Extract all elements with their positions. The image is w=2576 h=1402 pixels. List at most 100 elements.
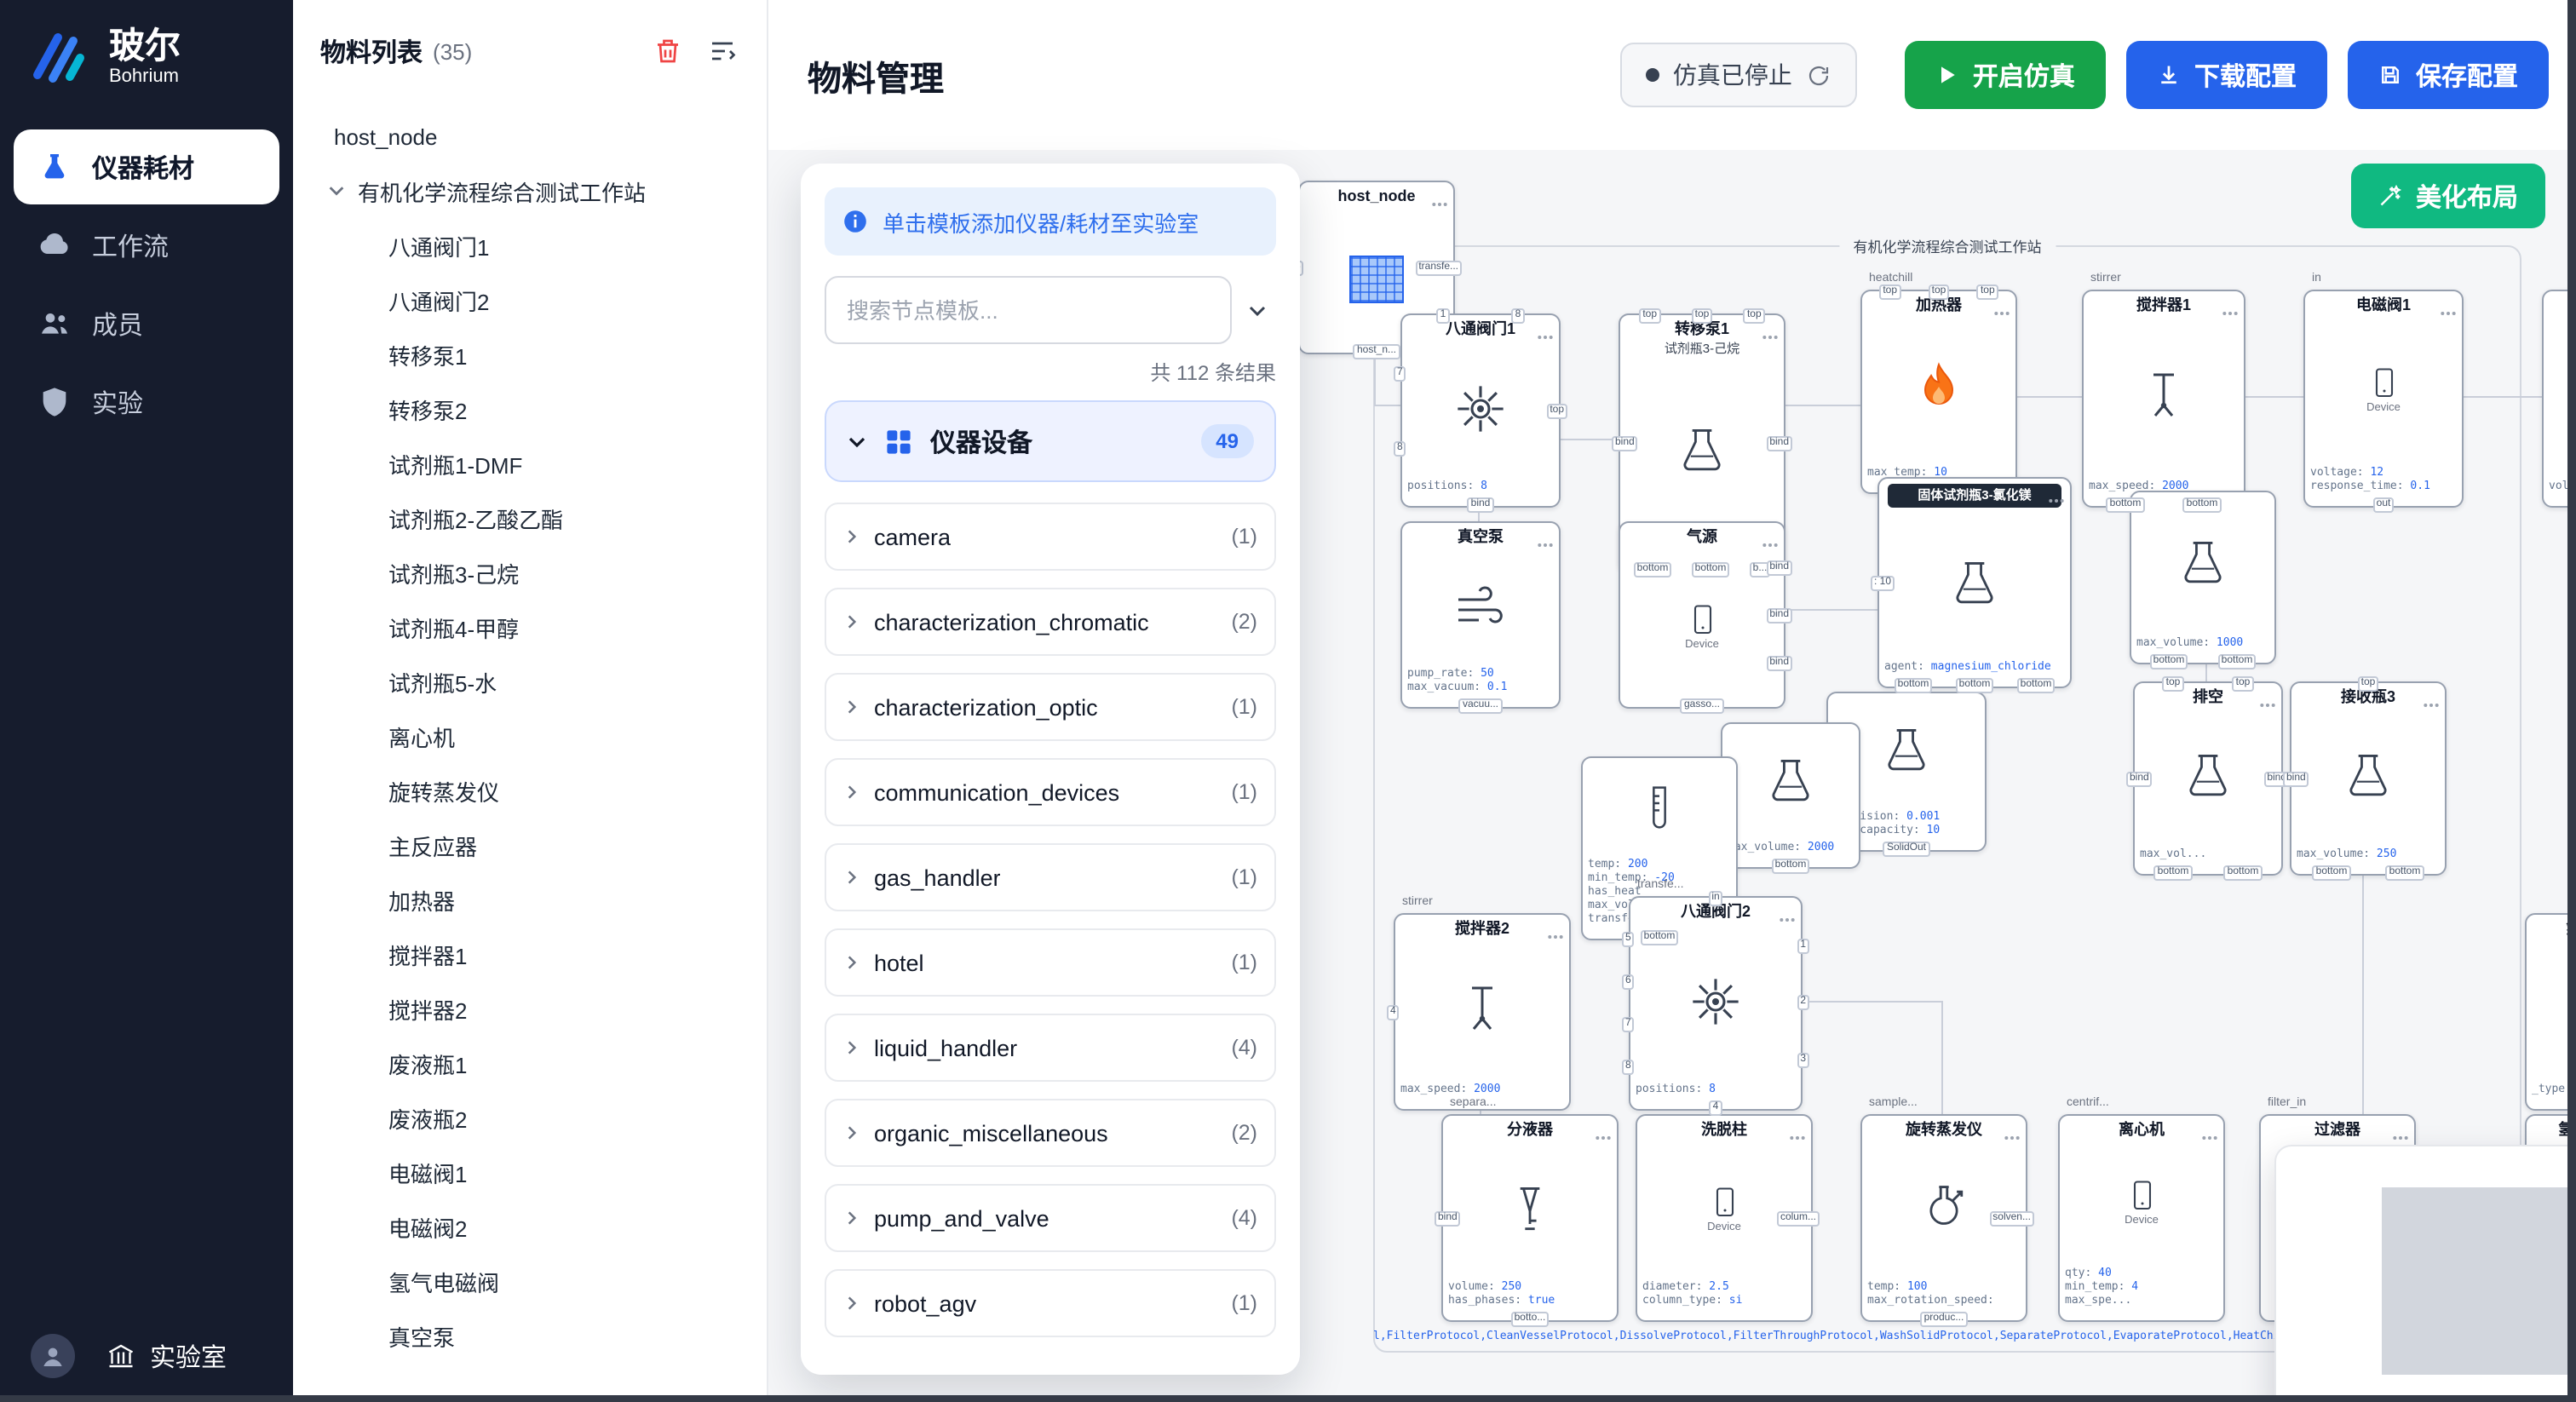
download-config-button[interactable]: 下载配置	[2125, 41, 2327, 109]
save-config-button[interactable]: 保存配置	[2347, 41, 2549, 109]
sidebar-item-experiments[interactable]: 实验	[14, 365, 279, 440]
vertical-scrollbar[interactable]	[2567, 0, 2576, 1402]
user-avatar[interactable]	[31, 1334, 75, 1378]
minimap[interactable]	[2274, 1145, 2576, 1402]
tree-item[interactable]: 氢气电磁阀	[388, 1270, 500, 1296]
template-item-camera[interactable]: camera(1)	[825, 503, 1276, 571]
node-menu-icon[interactable]	[1779, 901, 1796, 932]
node-menu-icon[interactable]	[2259, 687, 2276, 717]
tree-item[interactable]: 主反应器	[388, 834, 478, 859]
tree-item[interactable]: 转移泵1	[388, 343, 468, 369]
node-menu-icon[interactable]	[1762, 319, 1779, 349]
node-menu-icon[interactable]	[2222, 295, 2239, 325]
tree-item[interactable]: 加热器	[388, 888, 456, 914]
tree-item[interactable]: 试剂瓶2-乙酸乙酯	[388, 507, 564, 532]
template-search-input[interactable]	[825, 276, 1232, 344]
template-item-organic_miscellaneous[interactable]: organic_miscellaneous(2)	[825, 1099, 1276, 1167]
template-item-count: (2)	[1231, 610, 1257, 634]
template-hint-banner: 单击模板添加仪器/耗材至实验室	[825, 187, 1276, 256]
node-tag: heatchill	[1869, 273, 1913, 284]
node-menu-icon[interactable]	[1993, 295, 2010, 325]
node-menu-icon[interactable]	[2423, 687, 2440, 717]
sidebar-item-workflow[interactable]: 工作流	[14, 208, 279, 283]
category-instruments[interactable]: 仪器设备 49	[825, 400, 1276, 482]
template-item-gas_handler[interactable]: gas_handler(1)	[825, 843, 1276, 911]
node-menu-icon[interactable]	[1431, 186, 1448, 216]
station-group-frame: 有机化学流程综合测试工作站	[1373, 237, 2521, 1353]
tree-item[interactable]: 试剂瓶3-己烷	[388, 561, 520, 587]
template-item-communication_devices[interactable]: communication_devices(1)	[825, 758, 1276, 826]
play-icon	[1941, 66, 1955, 83]
tree-item[interactable]: 电磁阀2	[388, 1215, 468, 1241]
collapse-list-button[interactable]	[705, 34, 739, 68]
tree-item[interactable]: 转移泵2	[388, 398, 468, 423]
tree-item[interactable]: 试剂瓶5-水	[388, 670, 497, 696]
horizontal-scrollbar[interactable]	[0, 1395, 2576, 1402]
node-menu-icon[interactable]	[1537, 319, 1554, 349]
tree-item[interactable]: 电磁阀1	[388, 1161, 468, 1187]
sidebar-item-label: 工作流	[92, 233, 170, 261]
node-menu-icon[interactable]	[1595, 1119, 1612, 1150]
template-item-characterization_optic[interactable]: characterization_optic(1)	[825, 673, 1276, 741]
template-item-liquid_handler[interactable]: liquid_handler(4)	[825, 1014, 1276, 1082]
logo[interactable]: 玻尔 Bohrium	[0, 0, 293, 109]
node-menu-icon[interactable]	[1537, 526, 1554, 557]
tree-item[interactable]: 废液瓶2	[388, 1106, 468, 1132]
node-menu-icon[interactable]	[1547, 918, 1564, 949]
tree-item[interactable]: 旋转蒸发仪	[388, 779, 500, 805]
node-menu-icon[interactable]	[2440, 295, 2457, 325]
template-item-hotel[interactable]: hotel(1)	[825, 928, 1276, 997]
tree-item[interactable]: 真空泵	[388, 1324, 456, 1350]
template-item-robot_agv[interactable]: robot_agv(1)	[825, 1269, 1276, 1337]
node-menu-icon[interactable]	[2004, 1119, 2021, 1150]
tree-item-host-node[interactable]: host_node	[334, 124, 438, 149]
start-simulation-button[interactable]: 开启仿真	[1904, 41, 2106, 109]
chevron-down-icon[interactable]	[327, 181, 348, 201]
node-menu-icon[interactable]	[1762, 526, 1779, 557]
tree-item-station[interactable]: 有机化学流程综合测试工作站	[293, 164, 767, 218]
template-item-pump_and_valve[interactable]: pump_and_valve(4)	[825, 1184, 1276, 1252]
tree-item[interactable]: 离心机	[388, 725, 456, 750]
node-params: agent: magnesium_chloride	[1884, 659, 2051, 673]
tree-item[interactable]: 搅拌器1	[388, 943, 468, 968]
template-item-characterization_chromatic[interactable]: characterization_chromatic(2)	[825, 588, 1276, 656]
refresh-icon[interactable]	[1806, 62, 1831, 88]
node-menu-icon[interactable]	[2048, 482, 2065, 513]
delete-all-button[interactable]	[651, 34, 685, 68]
beautify-layout-button[interactable]: 美化布局	[2350, 164, 2545, 228]
sidebar-item-members[interactable]: 成员	[14, 286, 279, 361]
tree-item[interactable]: 八通阀门2	[388, 289, 490, 314]
tree-item[interactable]: 八通阀门1	[388, 234, 490, 260]
sidebar-item-label: 实验	[92, 389, 144, 418]
tree-item[interactable]: 搅拌器2	[388, 997, 468, 1023]
tree-item[interactable]: 试剂瓶1-DMF	[388, 452, 523, 478]
node-menu-icon[interactable]	[2392, 1119, 2409, 1150]
node-menu-icon[interactable]	[2201, 1119, 2218, 1150]
panel-collapse-button[interactable]	[1239, 278, 1276, 342]
node-menu-icon[interactable]	[1789, 1119, 1806, 1150]
sidebar-item-instruments[interactable]: 仪器耗材	[14, 129, 279, 204]
tree-item[interactable]: 废液瓶1	[388, 1052, 468, 1077]
lab-entry[interactable]: 实验室	[106, 1338, 227, 1374]
tree-item[interactable]: 试剂瓶4-甲醇	[388, 616, 520, 641]
minimap-viewport[interactable]	[2382, 1187, 2576, 1375]
download-config-label: 下载配置	[2194, 62, 2297, 91]
